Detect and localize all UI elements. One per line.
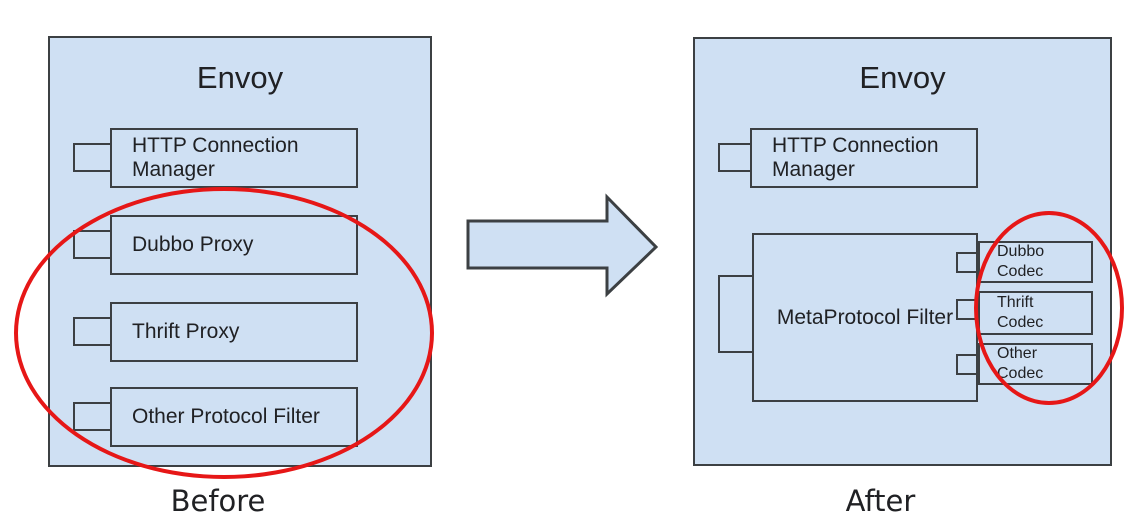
envoy-title-after: Envoy [859, 60, 946, 95]
caption-before: Before [170, 484, 266, 518]
caption-after: After [845, 484, 916, 518]
filter-tab-metaprotocol [718, 275, 754, 353]
filter-box-metaprotocol-filter: MetaProtocol Filter [752, 233, 978, 402]
filter-box-http-connection-manager-before: HTTP Connection Manager [110, 128, 358, 188]
filter-label-line: HTTP Connection [132, 134, 299, 157]
filter-tab-http-before [73, 143, 115, 172]
highlight-ellipse-before [14, 187, 434, 479]
filter-label-line: MetaProtocol Filter [776, 305, 954, 329]
envoy-title-before: Envoy [196, 60, 284, 95]
filter-box-http-connection-manager-after: HTTP Connection Manager [750, 128, 978, 188]
filter-label-line: HTTP Connection [772, 134, 939, 157]
codec-tab-dubbo [956, 252, 978, 273]
highlight-ellipse-after [974, 211, 1124, 405]
filter-label-line: Manager [132, 158, 215, 181]
filter-tab-http-after [718, 143, 752, 172]
right-arrow-shape [466, 193, 659, 298]
filter-label-line: Manager [772, 158, 855, 181]
codec-tab-other [956, 354, 978, 375]
transition-arrow [466, 193, 659, 298]
